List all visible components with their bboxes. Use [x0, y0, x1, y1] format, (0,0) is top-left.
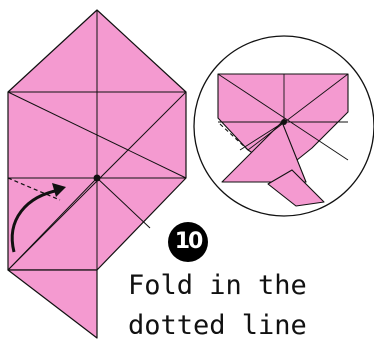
bottom-flap	[8, 270, 97, 338]
detail-center-point	[281, 119, 287, 125]
detail-view	[194, 36, 374, 216]
center-point	[94, 175, 101, 182]
instruction-line-1: Fold in the	[128, 270, 307, 301]
step-number-badge: 10	[168, 222, 208, 262]
instruction-line-2: dotted line	[128, 310, 307, 341]
